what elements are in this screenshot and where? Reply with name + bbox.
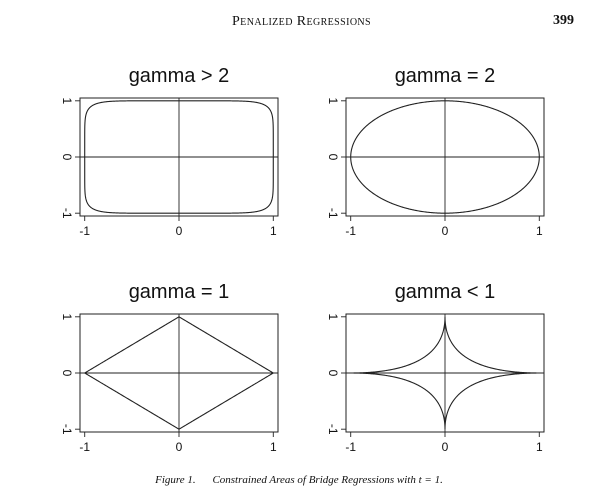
- figure-caption: Figure 1. Constrained Areas of Bridge Re…: [0, 474, 598, 486]
- x-tick-label: -1: [79, 440, 90, 454]
- x-tick-label: 1: [536, 440, 543, 454]
- x-tick-label: 0: [442, 440, 449, 454]
- y-tick-label: -1: [326, 424, 340, 435]
- x-tick-label: -1: [345, 440, 356, 454]
- chart-title: gamma = 1: [129, 281, 230, 303]
- constraint-boundary-line: [84, 316, 274, 430]
- chart-panel-4: gamma < 1 -1 0 1 -1 0 1: [326, 281, 545, 454]
- y-tick-label: -1: [60, 424, 74, 435]
- y-tick-label: 1: [326, 97, 340, 104]
- x-tick-label: 1: [270, 224, 277, 238]
- y-tick-label: 0: [60, 370, 74, 377]
- x-tick-label: 1: [270, 440, 277, 454]
- x-tick-label: 0: [176, 224, 183, 238]
- y-tick-label: 1: [60, 97, 74, 104]
- x-tick-label: 0: [442, 224, 449, 238]
- y-tick-label: 1: [60, 313, 74, 320]
- chart-title: gamma = 2: [395, 65, 496, 87]
- chart-panel-2: gamma = 2 -1 0 1 -1 0 1: [326, 65, 545, 238]
- chart-panel-1: gamma > 2 -1 0 1 -1 0 1: [60, 65, 279, 238]
- y-tick-label: 0: [60, 154, 74, 161]
- y-tick-label: 0: [326, 154, 340, 161]
- constraint-boundary-line: [350, 100, 540, 214]
- figure-caption-text: Constrained Areas of Bridge Regressions …: [212, 474, 443, 486]
- constraint-boundary-line: [350, 316, 540, 430]
- y-tick-label: 0: [326, 370, 340, 377]
- x-tick-label: 0: [176, 440, 183, 454]
- x-tick-label: -1: [345, 224, 356, 238]
- y-tick-label: -1: [60, 208, 74, 219]
- constraint-boundary-line: [84, 100, 274, 214]
- y-tick-label: -1: [326, 208, 340, 219]
- chart-title: gamma < 1: [395, 281, 496, 303]
- chart-title: gamma > 2: [129, 65, 230, 87]
- page-number: 399: [553, 13, 574, 28]
- x-tick-label: -1: [79, 224, 90, 238]
- x-tick-label: 1: [536, 224, 543, 238]
- figure-label: Figure 1.: [155, 474, 196, 486]
- page-header: Penalized Regressions 399: [0, 12, 598, 34]
- chart-panel-3: gamma = 1 -1 0 1 -1 0 1: [60, 281, 279, 454]
- running-head: Penalized Regressions: [232, 14, 372, 29]
- y-tick-label: 1: [326, 313, 340, 320]
